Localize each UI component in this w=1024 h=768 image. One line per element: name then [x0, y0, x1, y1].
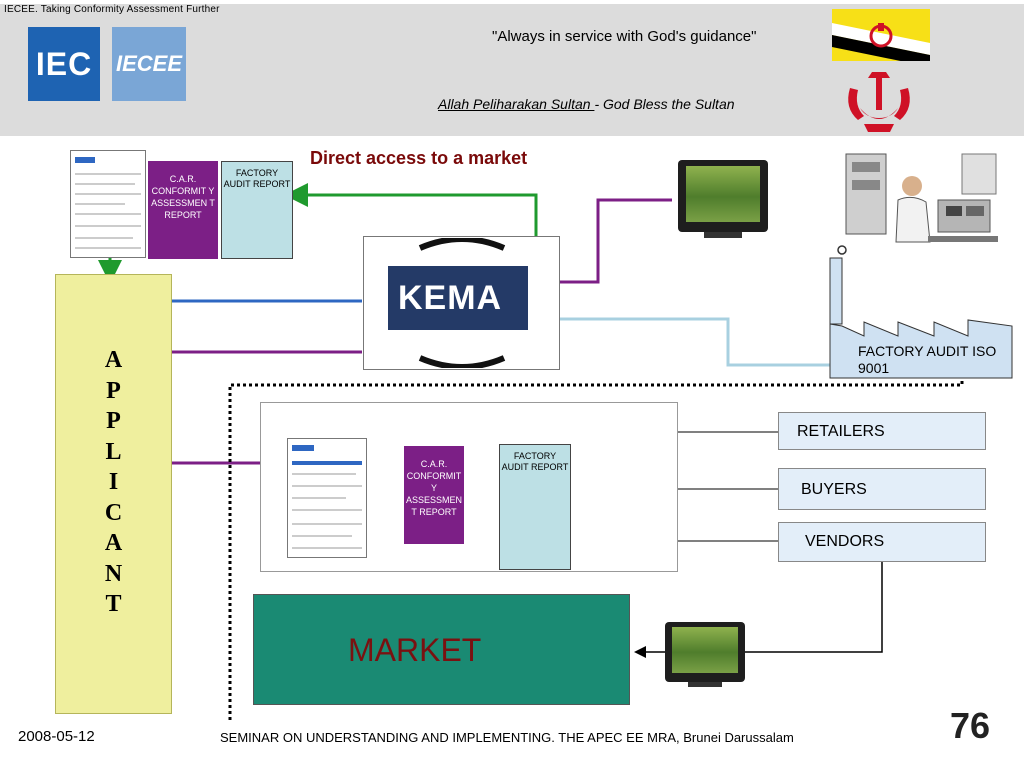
certificate-document-top	[70, 150, 146, 258]
header-tagline: IECEE. Taking Conformity Assessment Furt…	[4, 4, 220, 15]
tv-screen	[686, 166, 760, 222]
diagram-headline: Direct access to a market	[310, 148, 528, 168]
iec-logo: IEC	[28, 27, 100, 101]
anthem-english: - God Bless the Sultan	[594, 96, 735, 112]
cert-line	[75, 183, 135, 185]
cert-logo-mark	[75, 157, 95, 163]
car-report-top: C.A.R. CONFORMIT Y ASSESSMEN T REPORT	[148, 161, 218, 259]
brunei-crest-icon	[848, 72, 910, 132]
kema-logo: KEMA	[388, 266, 528, 330]
page-number: 76	[950, 705, 991, 746]
kema-ring-icon	[418, 238, 506, 368]
cert-line	[292, 535, 352, 537]
market-box	[253, 594, 630, 705]
cert-line	[292, 485, 362, 487]
anthem-malay: Allah Peliharakan Sultan	[438, 96, 595, 112]
tv-stand	[688, 682, 722, 687]
footer-seminar: SEMINAR ON UNDERSTANDING AND IMPLEMENTIN…	[220, 730, 794, 745]
dotted-line-top	[228, 378, 964, 720]
cert-line	[292, 473, 356, 475]
vendors-box: VENDORS	[778, 522, 986, 562]
factory-audit-report-top: FACTORY AUDIT REPORT	[221, 161, 293, 259]
cert-line	[75, 225, 141, 227]
cert-line	[292, 523, 362, 525]
retailers-box: RETAILERS	[778, 412, 986, 450]
certificate-document-middle	[287, 438, 367, 558]
television-market-icon	[665, 622, 745, 682]
buyers-box: BUYERS	[778, 468, 986, 510]
tv-stand	[704, 232, 742, 238]
cert-line	[75, 213, 141, 215]
cert-line	[75, 203, 125, 205]
cert-line	[292, 461, 362, 465]
cert-line	[292, 509, 362, 511]
footer-date: 2008-05-12	[18, 728, 95, 745]
lightblue-line-kema-to-factory	[560, 317, 833, 367]
cert-line	[75, 247, 141, 249]
car-report-middle: C.A.R. CONFORMIT Y ASSESSMEN T REPORT	[404, 446, 464, 544]
market-label: MARKET	[348, 632, 482, 668]
factory-audit-report-middle: FACTORY AUDIT REPORT	[499, 444, 571, 570]
cert-logo-mark	[292, 445, 314, 451]
header-top-strip	[0, 0, 1024, 4]
factory-audit-iso-label: FACTORY AUDIT ISO 9001	[858, 343, 997, 376]
cert-line	[75, 237, 133, 239]
green-arrow-kema-to-report	[284, 183, 538, 236]
television-product-icon	[678, 160, 768, 232]
cert-line	[75, 193, 141, 195]
motto-text: "Always in service with God's guidance"	[492, 28, 757, 45]
applicant-label: A P P L I C A N T	[104, 347, 123, 617]
cert-line	[75, 173, 141, 175]
brunei-flag-icon	[832, 9, 930, 61]
laboratory-engineer-icon	[845, 153, 998, 243]
cert-line	[292, 547, 362, 549]
tv-screen	[672, 627, 738, 673]
anthem-line: Allah Peliharakan Sultan - God Bless the…	[438, 96, 735, 112]
cert-line	[292, 497, 346, 499]
applicant-box	[55, 274, 172, 714]
factory-icon	[829, 245, 1013, 379]
iecee-logo: IECEE	[112, 27, 186, 101]
purple-line-kema-to-product	[560, 198, 672, 284]
